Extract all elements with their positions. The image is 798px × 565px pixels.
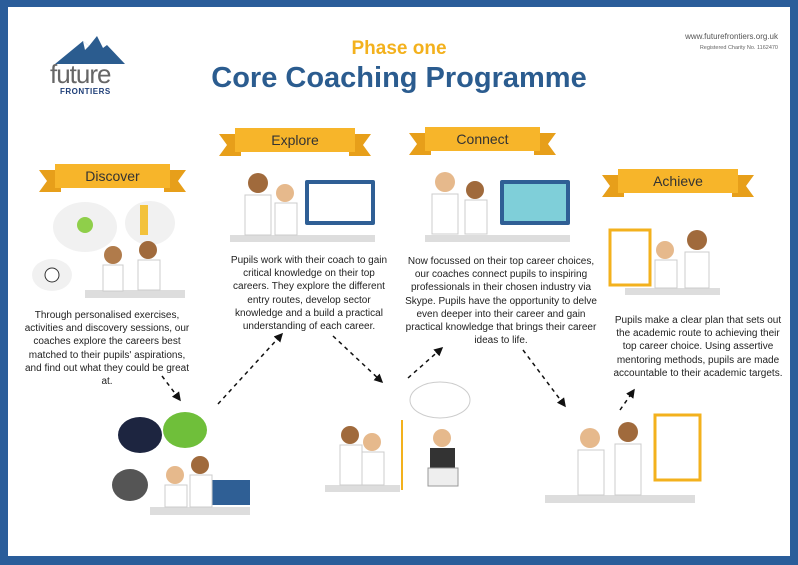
ribbon-connect: Connect (425, 127, 540, 151)
logo-mountain-icon (55, 36, 125, 64)
connect-text: Now focussed on their top career choices… (405, 256, 597, 347)
phase-label: Phase one (351, 38, 447, 59)
page-title: Core Coaching Programme (211, 62, 587, 94)
connect-professional-illustration (325, 381, 475, 492)
ribbon-discover: Discover (55, 164, 170, 188)
website-url: www.futurefrontiers.org.uk (685, 32, 778, 41)
logo-subtext: FRONTIERS (60, 87, 111, 96)
ribbon-label: Discover (85, 168, 140, 184)
achieve-illustration (608, 228, 720, 295)
ribbon-label: Connect (456, 131, 509, 147)
ribbon-achieve: Achieve (618, 169, 738, 193)
achieve-text: Pupils make a clear plan that sets out t… (613, 315, 783, 379)
ribbon-explore: Explore (235, 128, 355, 152)
explore-illustration (230, 173, 375, 242)
discover-illustration (32, 201, 185, 298)
explore-text: Pupils work with their coach to gain cri… (230, 255, 388, 333)
charity-number: Registered Charity No. 1162470 (699, 45, 778, 51)
ribbon-label: Explore (271, 132, 319, 148)
achieve-plan-illustration (545, 413, 702, 503)
connect-illustration (425, 172, 570, 242)
discover-activity-illustration (112, 412, 250, 515)
ribbon-label: Achieve (653, 173, 703, 189)
discover-text: Through personalised exercises, activiti… (24, 310, 190, 388)
logo-text: future (50, 59, 111, 89)
